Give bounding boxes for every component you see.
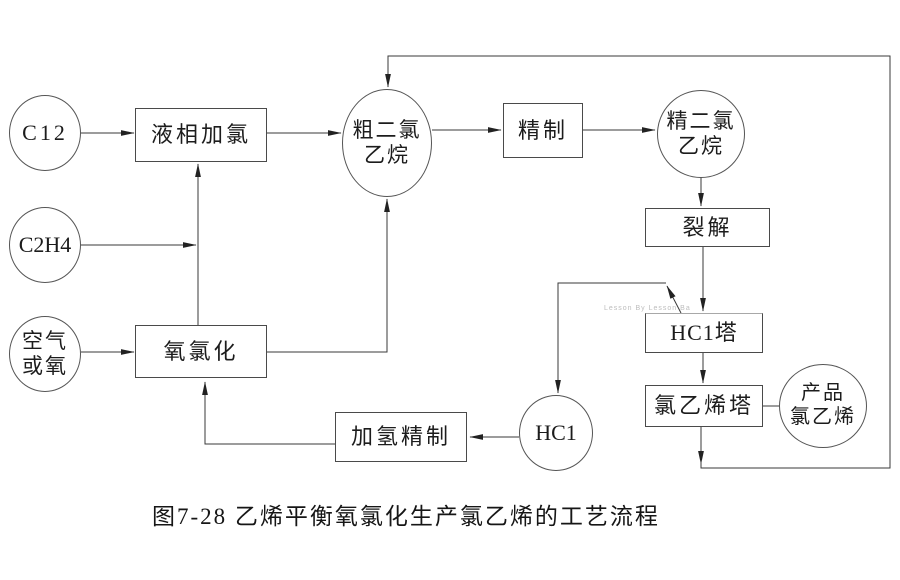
node-hcl-tower-label: HC1塔 — [670, 320, 738, 346]
node-air-or-oxygen: 空气 或氧 — [9, 316, 81, 392]
node-vcm-tower: 氯乙烯塔 — [645, 385, 763, 427]
node-crude-edc-line1: 粗二氯 — [352, 118, 422, 143]
edge-oxychlorination-to-crude-edc — [267, 198, 390, 353]
node-vcm-tower-label: 氯乙烯塔 — [653, 393, 754, 419]
node-cl2: C12 — [9, 95, 81, 171]
node-air-label-line1: 空气 — [22, 329, 68, 354]
node-oxychlorination: 氧氯化 — [135, 325, 267, 378]
node-crude-dichloroethane: 粗二氯 乙烷 — [342, 89, 432, 197]
node-refining: 精制 — [503, 103, 583, 158]
node-hcl-tower: HC1塔 — [645, 313, 763, 353]
node-refining-label: 精制 — [517, 117, 568, 143]
edge-overhead-to-hcl — [555, 282, 666, 394]
node-product-vcm-line1: 产品 — [801, 382, 845, 405]
node-liquid-phase-chlorination-label: 液相加氯 — [150, 122, 251, 148]
node-hcl-label: HC1 — [535, 420, 577, 446]
node-hydrogenation-refining: 加氢精制 — [335, 412, 467, 462]
node-refined-edc-line1: 精二氯 — [666, 109, 736, 134]
node-cl2-label: C12 — [22, 120, 68, 146]
node-liquid-phase-chlorination: 液相加氯 — [135, 108, 267, 162]
node-c2h4-label: C2H4 — [18, 232, 72, 258]
edge-bottoms-recycle-to-crude-edc — [385, 55, 891, 469]
node-product-vcm: 产品 氯乙烯 — [779, 364, 867, 448]
figure-caption: 图7-28 乙烯平衡氧氯化生产氯乙烯的工艺流程 — [152, 504, 660, 529]
edge-hcl-tower-overhead-diagonal — [666, 285, 682, 314]
node-refined-edc-line2: 乙烷 — [678, 134, 724, 158]
node-hcl: HC1 — [519, 395, 593, 471]
node-oxychlorination-label: 氧氯化 — [163, 338, 239, 364]
node-cracking: 裂解 — [645, 208, 770, 247]
watermark-text: Lesson By Lesson Ba — [604, 305, 691, 312]
node-crude-edc-line2: 乙烷 — [364, 143, 410, 167]
node-hydrogenation-refining-label: 加氢精制 — [350, 424, 451, 450]
node-product-vcm-line2: 氯乙烯 — [790, 406, 856, 428]
node-cracking-label: 裂解 — [682, 214, 733, 240]
edge-hydrogenation-to-oxychlorination — [202, 381, 335, 445]
node-refined-dichloroethane: 精二氯 乙烷 — [657, 90, 745, 178]
node-air-label-line2: 或氧 — [22, 354, 68, 378]
node-c2h4: C2H4 — [9, 207, 81, 283]
